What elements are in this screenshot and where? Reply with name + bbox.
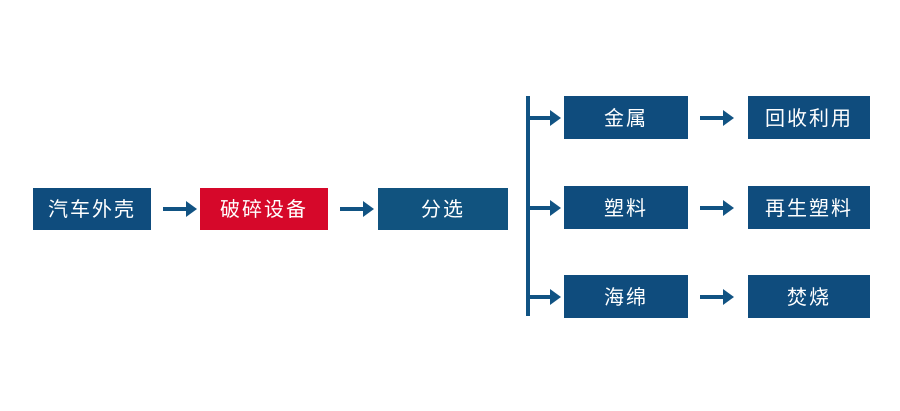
node-destination-recycled-plastic[interactable]: 再生塑料 (748, 186, 870, 229)
node-destination-incineration[interactable]: 焚烧 (748, 275, 870, 318)
node-label: 破碎设备 (220, 197, 308, 221)
node-label: 焚烧 (787, 284, 831, 309)
node-label: 分选 (421, 197, 465, 221)
arrow-head (550, 110, 561, 126)
node-sorting[interactable]: 分选 (378, 188, 508, 230)
node-label: 塑料 (604, 195, 648, 220)
arrow-shaft (527, 295, 551, 299)
arrow-right-icon-sponge-to-incineration (700, 283, 734, 311)
arrow-head (186, 201, 197, 217)
arrow-shaft (527, 116, 551, 120)
node-label: 再生塑料 (765, 195, 853, 220)
arrow-right-icon-plastic-to-recycled (700, 194, 734, 222)
arrow-right-icon-crusher-to-sorting (340, 195, 374, 223)
node-label: 回收利用 (765, 105, 853, 130)
arrow-shaft (700, 116, 724, 120)
node-label: 金属 (604, 105, 648, 130)
arrow-right-icon-metal-to-recycle (700, 104, 734, 132)
arrow-head (723, 289, 734, 305)
arrow-head (363, 201, 374, 217)
arrow-shaft (340, 207, 364, 211)
arrow-right-icon-spine-to-sponge (527, 283, 561, 311)
arrow-shaft (700, 295, 724, 299)
arrow-head (550, 200, 561, 216)
arrow-head (550, 289, 561, 305)
arrow-shaft (163, 207, 187, 211)
node-input-car-shell[interactable]: 汽车外壳 (33, 188, 151, 230)
node-material-plastic[interactable]: 塑料 (564, 186, 688, 229)
arrow-right-icon-spine-to-plastic (527, 194, 561, 222)
node-crusher-equipment[interactable]: 破碎设备 (200, 188, 328, 230)
arrow-head (723, 200, 734, 216)
node-material-metal[interactable]: 金属 (564, 96, 688, 139)
node-label: 海绵 (604, 284, 648, 309)
arrow-shaft (700, 206, 724, 210)
node-destination-recycle-reuse[interactable]: 回收利用 (748, 96, 870, 139)
arrow-head (723, 110, 734, 126)
arrow-right-icon-input-to-crusher (163, 195, 197, 223)
arrow-shaft (527, 206, 551, 210)
arrow-right-icon-spine-to-metal (527, 104, 561, 132)
node-label: 汽车外壳 (48, 197, 136, 221)
node-material-sponge[interactable]: 海绵 (564, 275, 688, 318)
